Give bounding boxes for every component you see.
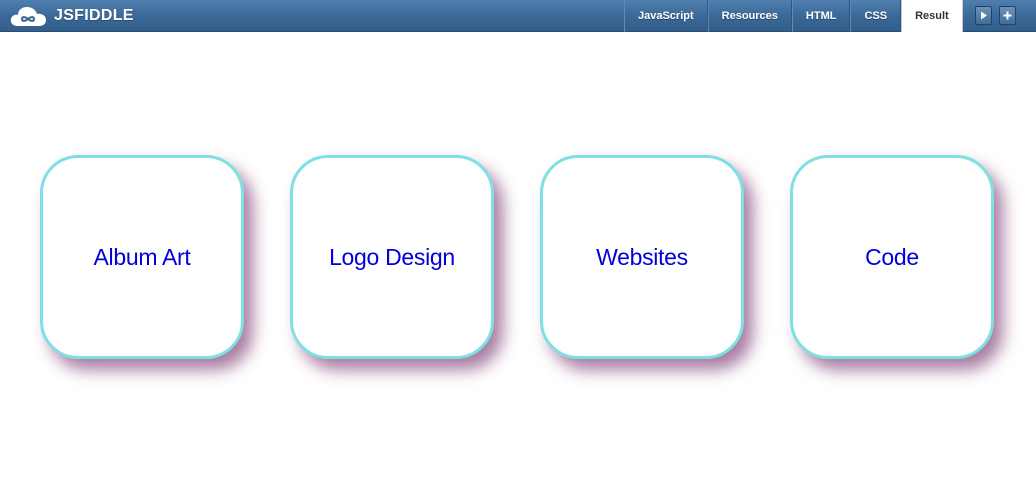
card-websites[interactable]: Websites — [540, 155, 744, 359]
tab-label: HTML — [805, 10, 837, 22]
tab-label: CSS — [864, 10, 888, 22]
card-label: Logo Design — [329, 243, 455, 270]
card-code[interactable]: Code — [790, 155, 994, 359]
tab-label: Resources — [721, 10, 778, 22]
card-logo-design[interactable]: Logo Design — [290, 155, 494, 359]
tab-resources[interactable]: Resources — [707, 0, 792, 32]
play-icon — [980, 11, 987, 20]
tool-buttons — [975, 6, 1016, 25]
tab-label: JavaScript — [638, 10, 694, 22]
brand-name: JSFIDDLE — [54, 7, 134, 24]
tab-result[interactable]: Result — [901, 0, 963, 32]
tab-label: Result — [915, 10, 949, 22]
brand[interactable]: JSFIDDLE — [9, 4, 134, 28]
tab-css[interactable]: CSS — [850, 0, 902, 32]
run-button[interactable] — [975, 6, 992, 25]
card-label: Album Art — [93, 243, 191, 270]
card-label: Websites — [596, 243, 688, 270]
top-bar: JSFIDDLE JavaScript Resources HTML CSS R… — [0, 0, 1036, 32]
plus-icon — [1003, 11, 1012, 20]
card-album-art[interactable]: Album Art — [40, 155, 244, 359]
tab-html[interactable]: HTML — [791, 0, 851, 32]
panel-tabs: JavaScript Resources HTML CSS Result — [624, 0, 963, 32]
add-button[interactable] — [999, 6, 1016, 25]
tab-javascript[interactable]: JavaScript — [624, 0, 708, 32]
card-label: Code — [865, 243, 919, 270]
cloud-infinity-icon — [10, 7, 46, 26]
